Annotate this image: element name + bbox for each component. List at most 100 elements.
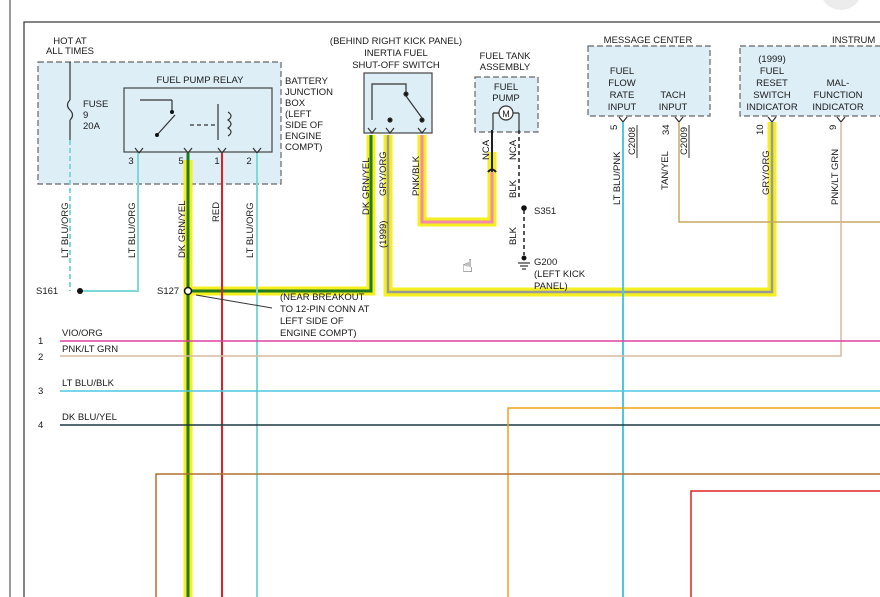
label-s127: S127 xyxy=(157,286,179,297)
hot-at-all-times-label-2: ALL TIMES xyxy=(46,46,94,57)
fuse-amperage: 20A xyxy=(83,121,101,132)
ic-pin-10: 10 xyxy=(755,124,766,135)
label-dk-grn-yel-b: DK GRN/YEL xyxy=(361,157,372,215)
bjb-label-7: COMPT) xyxy=(285,142,322,153)
fuel-tank-label: FUEL TANK xyxy=(479,51,531,62)
label-pnk-blk: PNK/BLK xyxy=(411,155,422,196)
relay-pin-3: 3 xyxy=(128,156,133,167)
connector-c2008: C2008 xyxy=(627,127,638,155)
fuse-label: FUSE xyxy=(83,99,108,110)
mc-pin-5: 5 xyxy=(609,125,620,130)
reset-label: (1999) xyxy=(758,54,785,65)
label-dk-grn-yel-a: DK GRN/YEL xyxy=(177,200,188,258)
motor-icon: M xyxy=(492,105,520,130)
label-s161: S161 xyxy=(36,286,58,297)
label-lt-blu-pnk: LT BLU/PNK xyxy=(612,151,623,205)
bjb-label-2: JUNCTION xyxy=(285,87,333,98)
ground-icon xyxy=(518,255,530,270)
near-breakout-label-2: TO 12-PIN CONN AT xyxy=(280,304,370,315)
callout-line xyxy=(195,294,273,309)
near-breakout-label-3: LEFT SIDE OF xyxy=(280,316,344,327)
bus-3-number: 3 xyxy=(38,386,43,397)
near-breakout-label: (NEAR BREAKOUT xyxy=(280,292,365,303)
hand-cursor-icon: ☝ xyxy=(462,256,473,277)
fuel-pump-relay xyxy=(123,87,273,153)
label-pnk-lt-grn: PNK/LT GRN xyxy=(830,149,841,205)
wire-pnk-blk xyxy=(420,135,494,224)
splice-s161 xyxy=(77,288,83,294)
relay-switch-icon xyxy=(140,99,176,137)
mc-pin-34: 34 xyxy=(661,124,672,135)
fuse-number: 9 xyxy=(83,110,88,121)
bjb-label-5: SIDE OF xyxy=(285,120,323,131)
bjb-label: BATTERY xyxy=(285,76,329,87)
wire-red-lower xyxy=(690,490,880,597)
ic-pin-9: 9 xyxy=(828,125,839,130)
inertia-switch xyxy=(363,72,433,134)
wire-tan-yel xyxy=(678,122,880,223)
fuse-icon xyxy=(66,62,74,210)
label-nca-a: NCA xyxy=(481,139,492,160)
switch-icon xyxy=(367,83,427,134)
label-gry-org-b: GRY/ORG xyxy=(761,150,772,195)
inertia-label-2: SHUT-OFF SWITCH xyxy=(352,60,440,71)
wire-orange xyxy=(507,407,880,597)
label-lt-blu-org-c: LT BLU/ORG xyxy=(245,202,256,258)
bjb-label-4: (LEFT xyxy=(285,109,312,120)
hot-at-all-times-label: HOT AT xyxy=(53,36,87,47)
label-red: RED xyxy=(211,202,222,222)
message-center-label: MESSAGE CENTER xyxy=(604,35,693,46)
fuel-pump-label: FUEL xyxy=(494,82,518,93)
label-lt-blu-org-a: LT BLU/ORG xyxy=(60,202,71,258)
highlight-layer xyxy=(183,122,777,597)
mal-label-2: FUNCTION xyxy=(813,90,862,101)
ffr-label: FUEL xyxy=(610,66,634,77)
label-nca-b: NCA xyxy=(508,139,519,160)
label-blk-a: BLK xyxy=(508,179,519,198)
mal-label-3: INDICATOR xyxy=(812,102,864,113)
reset-label-2: FUEL xyxy=(760,66,784,77)
instrument-cluster-label: INSTRUM xyxy=(832,35,875,46)
motor-letter: M xyxy=(502,109,510,119)
bjb-label-6: ENGINE xyxy=(285,131,321,142)
wire-dk-grn-yel-inertia xyxy=(188,135,373,293)
tach-label: TACH xyxy=(660,90,685,101)
message-center xyxy=(587,45,711,117)
reset-label-3: RESET xyxy=(756,78,788,89)
wire-gry-org xyxy=(386,122,774,294)
bus-1-name: VIO/ORG xyxy=(62,328,103,339)
relay-pin-5: 5 xyxy=(178,156,183,167)
bus-2-name: PNK/LT GRN xyxy=(62,344,118,355)
label-1999: (1999) xyxy=(378,221,389,248)
connector-arrows xyxy=(618,116,846,123)
label-g200-2: (LEFT KICK xyxy=(534,269,586,280)
relay-coil-icon xyxy=(190,104,232,140)
label-lt-blu-org-b: LT BLU/ORG xyxy=(127,202,138,258)
instrument-cluster xyxy=(739,45,880,117)
reset-label-5: INDICATOR xyxy=(746,102,798,113)
label-g200-3: PANEL) xyxy=(534,281,568,292)
fuel-pump-label-2: PUMP xyxy=(492,93,519,104)
label-blk-b: BLK xyxy=(508,226,519,245)
label-g200: G200 xyxy=(534,257,557,268)
bus-2-number: 2 xyxy=(38,352,43,363)
tach-label-2: INPUT xyxy=(659,102,688,113)
label-tan-yel: TAN/YEL xyxy=(660,151,671,190)
ffr-label-4: INPUT xyxy=(608,102,637,113)
close-icon[interactable]: ✕ xyxy=(820,0,862,10)
inertia-label: INERTIA FUEL xyxy=(364,48,428,59)
label-s351: S351 xyxy=(534,206,556,217)
relay-pin-1: 1 xyxy=(214,156,219,167)
fuel-pump-relay-label: FUEL PUMP RELAY xyxy=(157,75,245,86)
reset-label-4: SWITCH xyxy=(753,90,791,101)
near-breakout-label-4: ENGINE COMPT) xyxy=(280,328,357,339)
bus-3-name: LT BLU/BLK xyxy=(62,378,115,389)
splice-s351 xyxy=(521,205,527,211)
ffr-label-2: FLOW xyxy=(608,78,635,89)
diagram-frame xyxy=(23,21,880,597)
relay-pin-2: 2 xyxy=(246,156,251,167)
wire-lt-blu-org-pin3 xyxy=(80,153,139,292)
ffr-label-3: RATE xyxy=(610,90,635,101)
mal-label: MAL- xyxy=(827,78,850,89)
